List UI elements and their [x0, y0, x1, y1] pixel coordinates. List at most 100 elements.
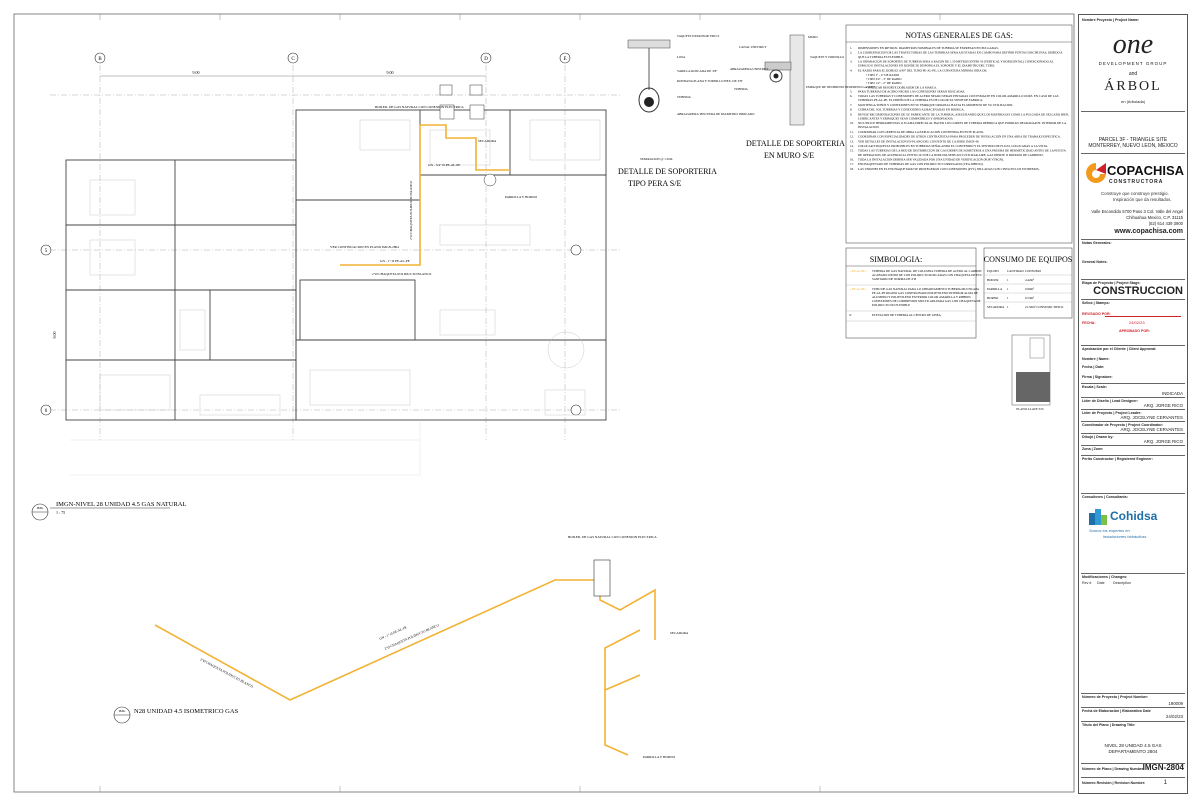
note-item: LA COORDINACION DE LAS TRAYECTORIAS DE L…	[858, 51, 1063, 56]
symbol-description: CONEXIONES DE COMPRESION MULTICAPA PARA …	[872, 299, 981, 303]
pera-label-0: TAQUETE EXPANSOR TIPO Z	[677, 34, 719, 38]
one-logo: one	[1112, 29, 1154, 60]
signature-label: Firma | Signature:	[1082, 375, 1113, 379]
consumo-cell: HORNO	[987, 296, 999, 300]
cohidsa-name: Cohidsa	[1110, 509, 1158, 523]
elaboration-date-value: 24/02/23	[1165, 714, 1183, 719]
note-item: DE OPERACION, DE ACUERDO AL PUNTO 10.3 D…	[858, 153, 1044, 158]
note-number: 11.	[850, 130, 854, 134]
lead-designer-label: Líder de Diseño | Lead Designer:	[1082, 399, 1138, 403]
note-number: 5.	[850, 89, 853, 93]
consumo-title: CONSUMO DE EQUIPOS	[984, 255, 1072, 264]
cohidsa-tag-2: instalaciones hidráulicas	[1103, 534, 1147, 539]
muro-title-2: EN MURO S/E	[764, 151, 814, 160]
note-number: 17.	[850, 162, 854, 166]
symbol-description: PE-AL-PE RIGIDO GAS CONEXIONADO POLIETIL…	[872, 291, 978, 295]
note-item: COORDINAR CON ESPECIALIDADES DE OTROS CO…	[858, 135, 1061, 139]
symbology-box: SIMBOLOGIA: —PE-AL-PE—TUBERIA DE GAS NAT…	[845, 247, 982, 339]
note-number: 14.	[850, 144, 854, 148]
pera-label-2: VARILLA ROSCADA DE 3/8"	[677, 69, 718, 73]
consumo-cell: 1	[1007, 278, 1009, 282]
note-item: NO UTILICE HERRAMIENTAS O FLAMA DIRECTA …	[858, 121, 1067, 125]
symbol-description: ALUMINIO Y POLIETILENO EXTERIOR COLOR AM…	[872, 295, 971, 299]
registered-engineer-label: Perito Constructor | Registered Engineer…	[1082, 457, 1153, 461]
coordinator-label: Coordinador de Proyecto | Project Coordi…	[1082, 423, 1164, 427]
key-plan: PLANO LLAVE S/N	[1011, 334, 1051, 411]
iso-label-poly: 2"Ø CHAQUETA POLIDUCTO BLANCO	[384, 623, 440, 651]
note-number: 12.	[850, 135, 854, 139]
note-item: ENCHAQUETADO DE TUBERIAS DE GAS CON POLI…	[858, 162, 984, 166]
copachisa-tel: (52) 614 439 3900	[1148, 221, 1183, 226]
iso-label-secadora: SECADORA	[670, 631, 689, 635]
iso-label-poly-2: 2"Ø CHAQUETA POLIDUCTO BLANCO	[200, 657, 255, 689]
lead-designer-value: ARQ. JORGE RICO	[1143, 403, 1183, 408]
revisado-label: REVISADO POR:	[1082, 312, 1111, 316]
client-approval-label: Aprobación por el Cliente | Client Appro…	[1082, 347, 1157, 351]
fecha-label: FECHA:	[1082, 321, 1096, 325]
note-number: 10.	[850, 121, 854, 125]
dim-2: 9.00	[387, 70, 394, 75]
consumo-cell: 0.53m³	[1025, 296, 1034, 300]
sheet-border	[13, 13, 1075, 793]
note-item: CUBRA DEL SOL TUBERIAS Y CONEXIONES ALMA…	[858, 108, 965, 112]
drawing-title-2: DEPARTAMENTO 2804	[1108, 749, 1158, 754]
elaboration-date-label: Fecha de Elaboración | Elaboration Date	[1082, 709, 1151, 713]
drawing-number-label: Número de Plano | Drawing Number:	[1082, 767, 1145, 771]
notes-box: NOTAS GENERALES DE GAS: 1.DIMENSIONES EN…	[845, 24, 1073, 244]
note-item: MANTENGA TUBOS Y CONEXIONES EN SU EMPAQU…	[858, 103, 1013, 107]
note-number: 15.	[850, 149, 854, 153]
revision-number-label: Número Revisión | Revision Number:	[1082, 781, 1146, 785]
muro-label-2: TAQUETE Y TORNILLO	[810, 55, 845, 59]
revision-number-value: 1	[1163, 780, 1167, 786]
consumo-cell: 4.42m³	[1025, 278, 1034, 282]
pera-title-2: TIPO PERA S/E	[628, 179, 681, 188]
symbol-description: POLIDUCTO NO FLEXIBLE	[872, 303, 910, 307]
iso-title: N28 UNIDAD 4.5 ISOMETRICO GAS	[134, 708, 239, 715]
label-pipe-2: GN - 3/4" Ø PE-AL-PE	[428, 163, 460, 167]
drawing-title-1: NIVEL 28 UNIDAD 4.5 GAS	[1104, 743, 1162, 748]
drawing-number-value: IMGN-2804	[1142, 763, 1184, 772]
changes-label: Modificaciones | Changes:	[1082, 575, 1128, 579]
fecha-value: 24/02/23	[1129, 320, 1145, 325]
note-item: TODA LA INSTALACION DEBERA SER VALIDADA …	[858, 158, 1004, 162]
label-poly-vertical: 2"Ø CHAQUETA POLIDUCTO BLANCO	[409, 180, 413, 240]
copachisa-city: Chihuahua Mexico, C.P. 31115	[1126, 215, 1183, 220]
grid-label-c: C	[291, 57, 295, 62]
symbology-title: SIMBOLOGIA:	[870, 255, 922, 264]
note-number: 3.	[850, 60, 853, 64]
note-item: TODAS LAS TUBERIAS Y CONEXIONES DE ACERO…	[858, 94, 1059, 98]
pera-label-1: LOSA	[677, 55, 686, 59]
arbolada: en |Arbolada|	[1121, 99, 1145, 104]
dim-side: 9.00	[52, 332, 57, 339]
project-name-label: Nombre Proyecto | Project Name:	[1082, 18, 1140, 22]
date-head: Date	[1097, 581, 1105, 585]
note-number: 6.	[850, 94, 853, 98]
symbol-mark: ⊘	[849, 313, 852, 317]
cohidsa-tag-1: Somos los expertos en	[1089, 528, 1130, 533]
etapa-value: CONSTRUCCION	[1093, 285, 1183, 297]
note-item: COORDINAR CON GERENCIA DE OBRA LA EXPLIC…	[858, 130, 984, 134]
consumo-header: CONSUMO	[1025, 269, 1042, 273]
note-sub-item: • TIPO 1" - 4" DE RADIO	[866, 73, 900, 77]
copachisa-addr: Valle Escondido 5700 Paso 3 Col. Valle d…	[1091, 209, 1183, 214]
note-sub-item: • UTILIZAR RESORTE DOBLADOR DE LA MARCA.	[866, 85, 937, 89]
label-riser: VER CONTINUACION EN PLANO IMGN-2804	[330, 245, 399, 249]
note-number: 1.	[850, 46, 853, 50]
symbol-mark: —PE-AL-PE—	[848, 269, 869, 273]
pera-label-5: ABRAZADERA TIPO PERA DE DIAMETRO INDICAD…	[677, 112, 755, 116]
desc-head: Description	[1113, 581, 1131, 585]
consumo-cell: 1	[1007, 287, 1009, 291]
muro-label-5: EMPAQUE DE NEOPRENO NEOPRENO GASKET	[806, 85, 875, 89]
muro-title-1: DETALLE DE SOPORTERIA	[746, 139, 845, 148]
dim-1: 9.00	[193, 70, 200, 75]
grid-label-e: E	[563, 57, 566, 62]
pera-label-6: SEPARACION @ 1.50m	[640, 157, 673, 161]
note-item: PARA TUBERIAS DE ACERO NEGRO LAS CONEXIO…	[858, 89, 965, 93]
detail-muro: CANAL UNISTRUT MURO TAQUETE Y TORNILLO A…	[730, 34, 875, 160]
label-poly: 2"Ø CHAQUETA POLIDUCTO BLANCO	[372, 272, 432, 276]
symbol-description: ELEVACION DE TUBERIA AL CENTRO DE LINEA	[872, 313, 942, 317]
note-item: DIMENSIONES EN METROS. DIAMETROS NOMINAL…	[858, 46, 999, 50]
note-sub-item: • TIPO 1/2" - 2" DE RADIO	[866, 81, 902, 85]
plan-scale: 1 : 75	[56, 510, 65, 515]
